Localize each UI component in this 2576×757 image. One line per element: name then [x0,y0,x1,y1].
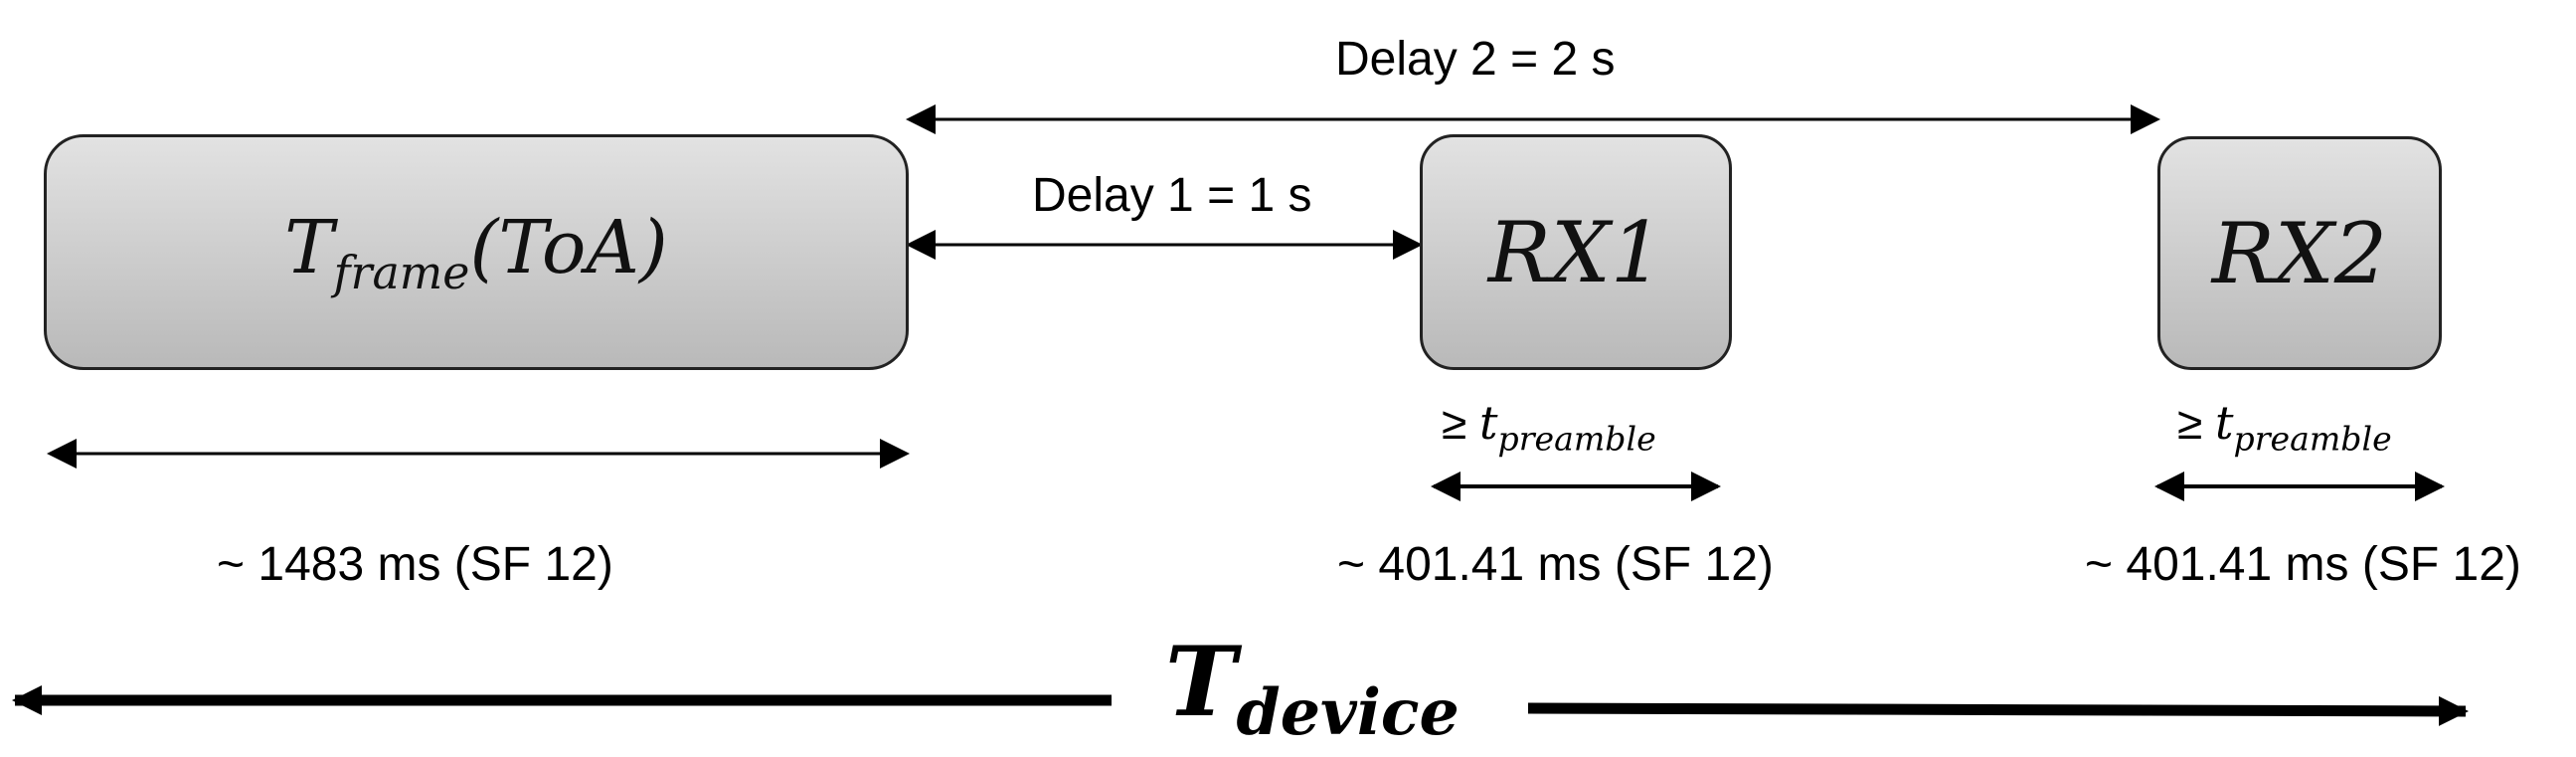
frame-toa-label: Tframe(ToA) [284,205,668,299]
rx1-box: RX1 [1420,134,1732,370]
preamble-subscript: preamble [2233,419,2392,459]
rx1-label: RX1 [1487,203,1664,301]
rx1-preamble-label: ≥ tpreamble [1442,400,1656,456]
frame-symbol: T [284,204,334,290]
preamble-t: t [2215,396,2234,450]
tdevice-subscript: device [1236,675,1460,749]
preamble-t: t [1479,396,1498,450]
delay1-label: Delay 1 = 1 s [1032,169,1312,222]
frame-duration-label: ~ 1483 ms (SF 12) [217,538,613,591]
ge-symbol: ≥ [1442,397,1480,449]
tdevice-right-arrow [1527,695,2469,726]
delay2-label: Delay 2 = 2 s [1335,33,1616,86]
ge-symbol: ≥ [2177,397,2216,449]
rx2-preamble-label: ≥ tpreamble [2177,400,2392,456]
rx2-duration-label: ~ 401.41 ms (SF 12) [2085,538,2521,591]
tdevice-label: Tdevice [1165,635,1460,744]
tdevice-symbol: T [1165,626,1237,738]
rx1-duration-label: ~ 401.41 ms (SF 12) [1337,538,1774,591]
frame-subscript: frame [333,246,470,300]
frame-toa-box: Tframe(ToA) [44,134,909,370]
rx2-label: RX2 [2211,204,2388,302]
preamble-subscript: preamble [1497,419,1656,459]
rx2-box: RX2 [2157,136,2442,370]
toa-suffix: (ToA) [469,204,668,290]
